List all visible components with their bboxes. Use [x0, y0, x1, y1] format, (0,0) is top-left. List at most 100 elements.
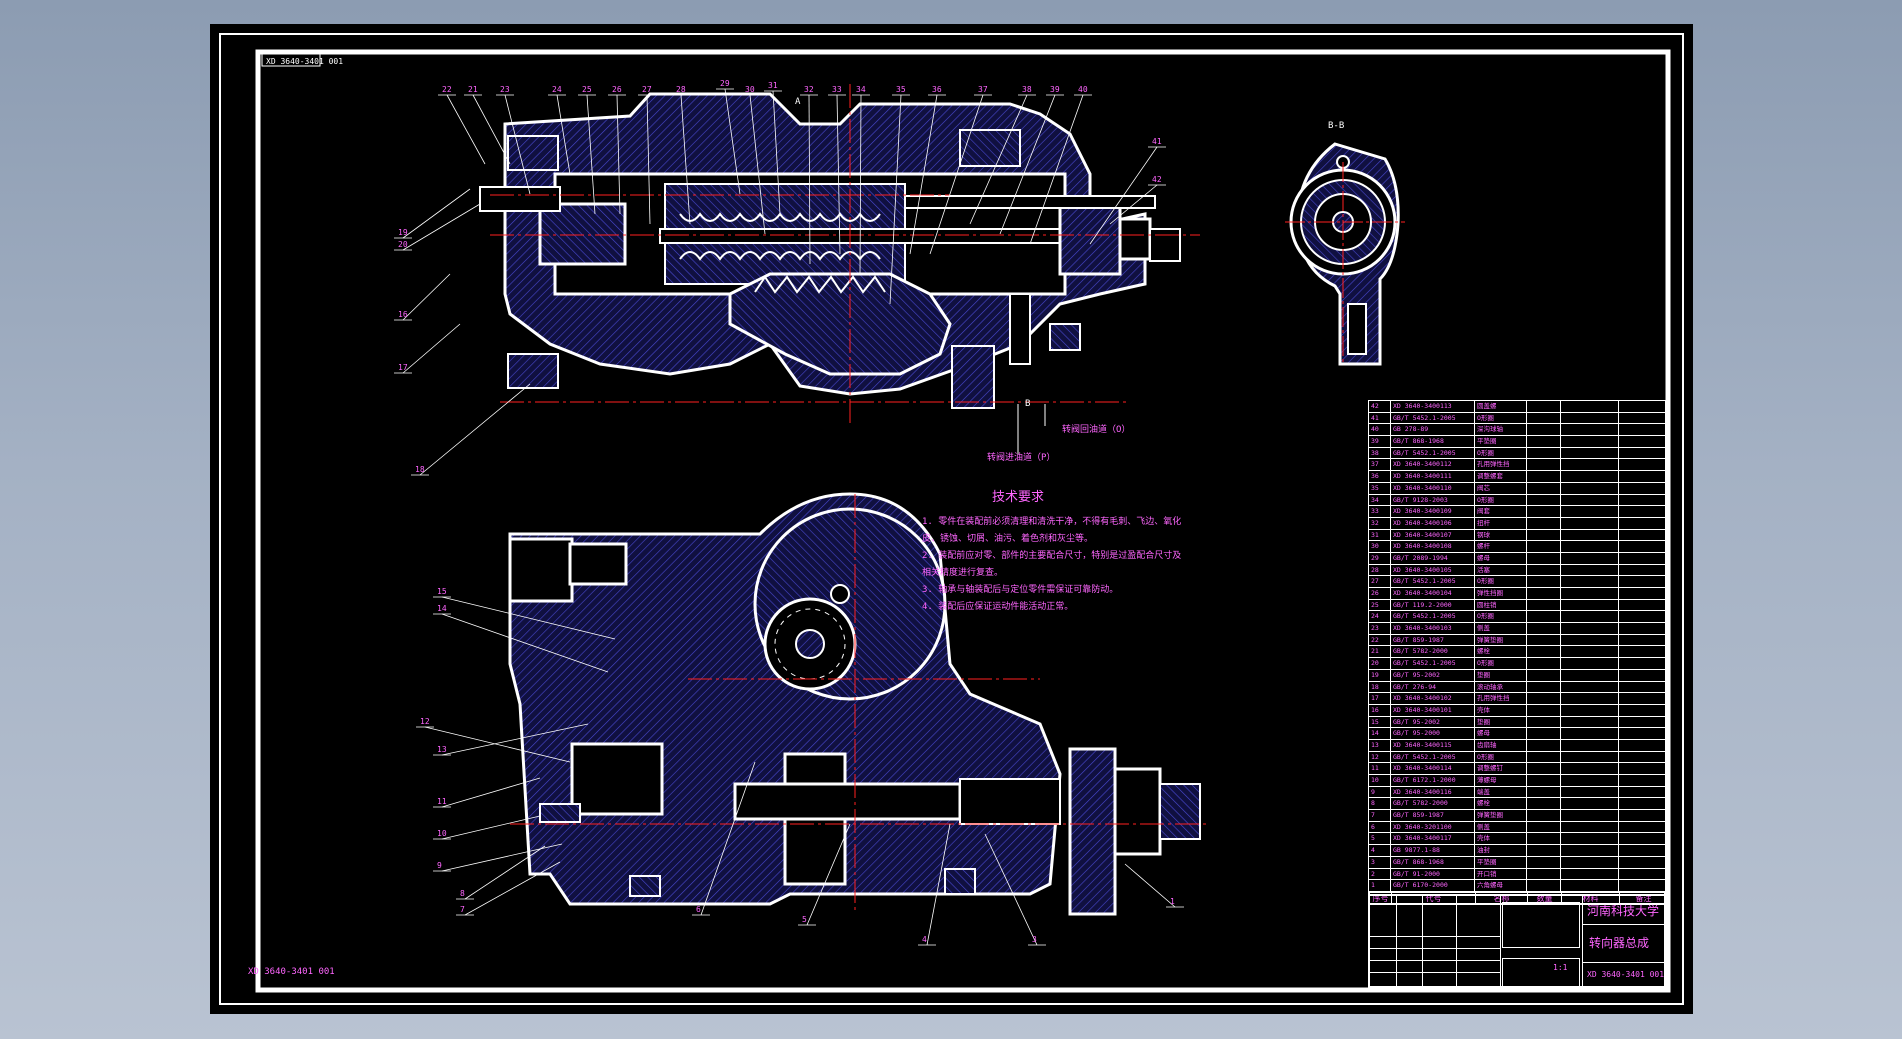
- bom-cell: 40: [1369, 424, 1391, 436]
- signature-grid: [1370, 896, 1501, 990]
- leader-line: [441, 777, 541, 808]
- bom-cell: O形圈: [1475, 412, 1527, 424]
- notes-line: 2. 装配前应对零、部件的主要配合尺寸，特别是过盈配合尺寸及: [922, 551, 1182, 561]
- bom-cell: O形圈: [1475, 658, 1527, 669]
- bom-cell: [1619, 459, 1667, 471]
- leader-line: [806, 823, 851, 926]
- bom-cell: [1561, 786, 1619, 798]
- notes-line: 1. 零件在装配前必须清理和清洗干净，不得有毛刺、飞边、氧化: [922, 517, 1182, 527]
- balloon-number: 12: [420, 717, 430, 726]
- bom-cell: XD 3640-3400117: [1391, 833, 1475, 845]
- notes-line: 4. 装配后应保证运动件能活动正常。: [922, 602, 1074, 612]
- leader-line: [1089, 146, 1158, 245]
- bom-cell: 钢球: [1475, 529, 1527, 541]
- bom-cell: 29: [1369, 552, 1391, 564]
- notes-line: 相关精度进行复查。: [922, 568, 1004, 578]
- bom-cell: 20: [1369, 658, 1391, 669]
- bom-cell: 孔用弹性挡: [1475, 693, 1527, 704]
- bom-cell: 5: [1369, 833, 1391, 845]
- bom-cell: [1619, 856, 1667, 868]
- balloon-number: 26: [612, 85, 622, 94]
- bom-cell: [1561, 436, 1619, 447]
- bom-cell: [1527, 693, 1561, 704]
- bom-cell: GB/T 276-94: [1391, 681, 1475, 693]
- bom-header-cell: 名称: [1476, 892, 1528, 905]
- balloon-number: 36: [932, 85, 942, 94]
- bom-cell: XD 3640-3400107: [1391, 529, 1475, 541]
- bom-cell: [1527, 845, 1561, 856]
- bom-cell: [1619, 693, 1667, 704]
- bom-cell: O形圈: [1475, 494, 1527, 506]
- section-mark-top: A: [795, 97, 801, 107]
- balloon-number: 21: [468, 85, 478, 94]
- leader-line: [772, 90, 781, 215]
- bom-cell: 1: [1369, 880, 1391, 891]
- bom-cell: 7: [1369, 810, 1391, 821]
- drawing-code: XD 3640-3401 001: [1587, 970, 1665, 979]
- leader-line: [909, 94, 938, 255]
- bom-cell: [1561, 716, 1619, 728]
- balloon-number: 5: [802, 915, 807, 924]
- bom-cell: [1561, 529, 1619, 541]
- bom-cell: O形圈: [1475, 751, 1527, 763]
- leader-line: [464, 845, 546, 900]
- bom-cell: XD 3640-3400111: [1391, 471, 1475, 482]
- bom-cell: [1619, 564, 1667, 576]
- bom-cell: [1527, 728, 1561, 739]
- bom-cell: GB/T 91-2000: [1391, 868, 1475, 880]
- bom-cell: [1619, 833, 1667, 845]
- bom-cell: [1619, 786, 1667, 798]
- bom-cell: GB/T 5452.1-2005: [1391, 751, 1475, 763]
- bom-cell: [1527, 868, 1561, 880]
- bom-cell: GB/T 95-2000: [1391, 728, 1475, 739]
- bom-cell: GB/T 868-1968: [1391, 856, 1475, 868]
- bom-cell: [1527, 669, 1561, 681]
- notes-line: 皮、锈蚀、切屑、油污、着色剂和灰尘等。: [922, 534, 1094, 544]
- leader-line: [929, 94, 984, 255]
- bom-cell: 41: [1369, 412, 1391, 424]
- leader-line: [680, 94, 691, 225]
- leader-line: [402, 203, 481, 251]
- bom-cell: 开口销: [1475, 868, 1527, 880]
- bom-cell: 31: [1369, 529, 1391, 541]
- bom-cell: [1527, 634, 1561, 646]
- bom-cell: 25: [1369, 599, 1391, 611]
- bom-cell: 齿扇轴: [1475, 739, 1527, 751]
- bom-cell: 27: [1369, 576, 1391, 587]
- drawing-sheet: XD 3640-3401 001 A A B 转阀进油道（P） 转阀回油道（O）: [210, 24, 1693, 1014]
- leader-line: [441, 613, 609, 673]
- bom-cell: XD 3640-3400109: [1391, 506, 1475, 517]
- balloon-number: 40: [1078, 85, 1088, 94]
- bom-cell: [1619, 482, 1667, 494]
- bom-cell: [1619, 681, 1667, 693]
- bom-cell: GB/T 5782-2000: [1391, 646, 1475, 658]
- bom-cell: 14: [1369, 728, 1391, 739]
- bom-cell: [1527, 494, 1561, 506]
- bom-cell: [1561, 599, 1619, 611]
- bom-cell: [1561, 552, 1619, 564]
- balloon-number: 37: [978, 85, 988, 94]
- bom-cell: [1561, 833, 1619, 845]
- bom-cell: [1619, 471, 1667, 482]
- bom-cell: [1561, 868, 1619, 880]
- bom-cell: [1561, 751, 1619, 763]
- bom-cell: 侧盖: [1475, 821, 1527, 833]
- balloon-number: 30: [745, 85, 755, 94]
- leader-line: [441, 843, 563, 872]
- title-cells: 河南科技大学 转向器总成 XD 3640-3401 001: [1582, 896, 1667, 990]
- bom-cell: GB/T 119.2-2000: [1391, 599, 1475, 611]
- bom-cell: [1527, 401, 1561, 412]
- bom-cell: [1527, 880, 1561, 891]
- balloon-number: 32: [804, 85, 814, 94]
- bom-cell: [1561, 693, 1619, 704]
